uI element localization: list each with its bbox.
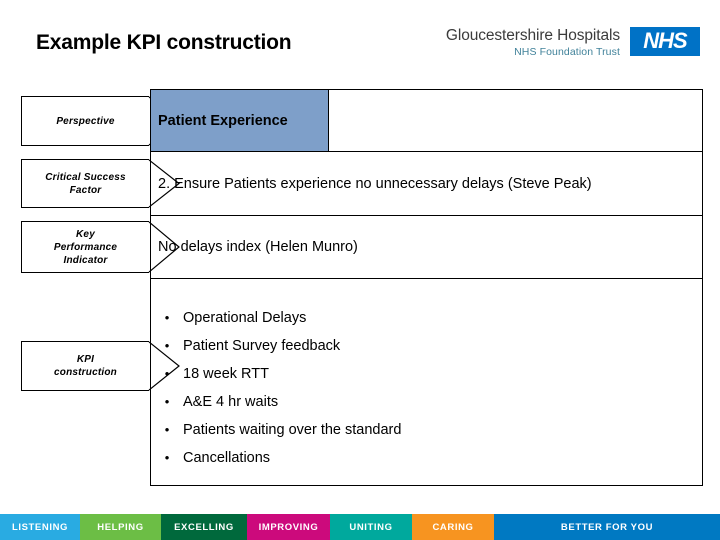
footer-segment-caring: CARING xyxy=(412,514,494,540)
footer-segment-excelling: EXCELLING xyxy=(161,514,247,540)
cell-kpi-construction-list: • Operational Delays • Patient Survey feedb… xyxy=(150,278,703,486)
list-item-label: Patient Survey feedback xyxy=(183,338,341,354)
chevron-text-construction-line1: KPI xyxy=(76,354,95,365)
chevron-text-construction-line2: construction xyxy=(54,367,117,378)
list-item-label: Operational Delays xyxy=(183,310,307,326)
organisation-name: Gloucestershire Hospitals xyxy=(445,27,620,44)
list-item: • Patient Survey feedback xyxy=(151,332,702,360)
chevron-text-csf-line1: Critical Success xyxy=(45,171,126,183)
table-row-perspective: Patient Experience xyxy=(150,89,703,152)
chevron-text-kpi-line3: Indicator xyxy=(63,254,108,266)
list-item-label: Cancellations xyxy=(183,450,271,466)
list-item-label: A&E 4 hr waits xyxy=(183,394,279,410)
footer-segment-better-for-you: BETTER FOR YOU xyxy=(494,514,720,540)
list-item-label: Patients waiting over the standard xyxy=(183,422,402,438)
chevron-label-perspective: Perspective xyxy=(21,96,149,146)
chevron-text-csf: Critical Success Factor xyxy=(41,171,129,197)
footer-segment-uniting: UNITING xyxy=(330,514,412,540)
bullet-dot-icon: • xyxy=(164,338,170,353)
nhs-logo-icon: NHS xyxy=(630,27,700,56)
chevron-text-csf-line2: Factor xyxy=(69,184,102,196)
kpi-construction-table: Patient Experience 2. Ensure Patients ex… xyxy=(150,89,703,486)
footer-segment-listening: LISTENING xyxy=(0,514,80,540)
table-row-key-performance-indicator: No delays index (Helen Munro) xyxy=(150,215,703,279)
nhs-brand-lockup: Gloucestershire Hospitals NHS Foundation… xyxy=(434,26,700,70)
footer-segment-helping: HELPING xyxy=(80,514,161,540)
list-item: • 18 week RTT xyxy=(151,360,702,388)
chevron-text-construction: KPI construction xyxy=(50,353,121,379)
bullet-dot-icon: • xyxy=(164,310,170,325)
brand-text-block: Gloucestershire Hospitals NHS Foundation… xyxy=(434,26,620,59)
chevron-label-kpi-construction: KPI construction xyxy=(21,341,149,391)
nhs-logo-text: NHS xyxy=(643,27,687,53)
chevron-text-perspective: Perspective xyxy=(56,115,115,127)
list-item-label: 18 week RTT xyxy=(183,366,269,382)
foundation-trust-subtitle: NHS Foundation Trust xyxy=(514,46,620,58)
list-item: • Cancellations xyxy=(151,444,702,472)
cell-perspective-blank xyxy=(328,89,703,152)
table-row-kpi-construction: • Operational Delays • Patient Survey feedb… xyxy=(150,278,703,486)
bullet-dot-icon: • xyxy=(164,422,170,437)
cell-key-performance-indicator-value: No delays index (Helen Munro) xyxy=(150,215,703,279)
table-row-critical-success-factor: 2. Ensure Patients experience no unneces… xyxy=(150,151,703,216)
list-item: • Operational Delays xyxy=(151,304,702,332)
chevron-text-kpi: Key Performance Indicator xyxy=(50,228,121,267)
chevron-label-key-performance-indicator: Key Performance Indicator xyxy=(21,221,149,273)
bullet-dot-icon: • xyxy=(164,394,170,409)
footer-segment-improving: IMPROVING xyxy=(247,514,330,540)
cell-critical-success-factor-value: 2. Ensure Patients experience no unneces… xyxy=(150,151,703,216)
cell-perspective-value: Patient Experience xyxy=(150,89,329,152)
bullet-dot-icon: • xyxy=(164,366,170,381)
list-item: • Patients waiting over the standard xyxy=(151,416,702,444)
page-title: Example KPI construction xyxy=(36,31,292,54)
kpi-component-list: • Operational Delays • Patient Survey feedb… xyxy=(151,292,702,472)
chevron-text-kpi-line2: Performance xyxy=(53,241,118,253)
chevron-label-critical-success-factor: Critical Success Factor xyxy=(21,159,149,208)
chevron-text-kpi-line1: Key xyxy=(76,228,95,240)
bullet-dot-icon: • xyxy=(164,450,170,465)
list-item: • A&E 4 hr waits xyxy=(151,388,702,416)
